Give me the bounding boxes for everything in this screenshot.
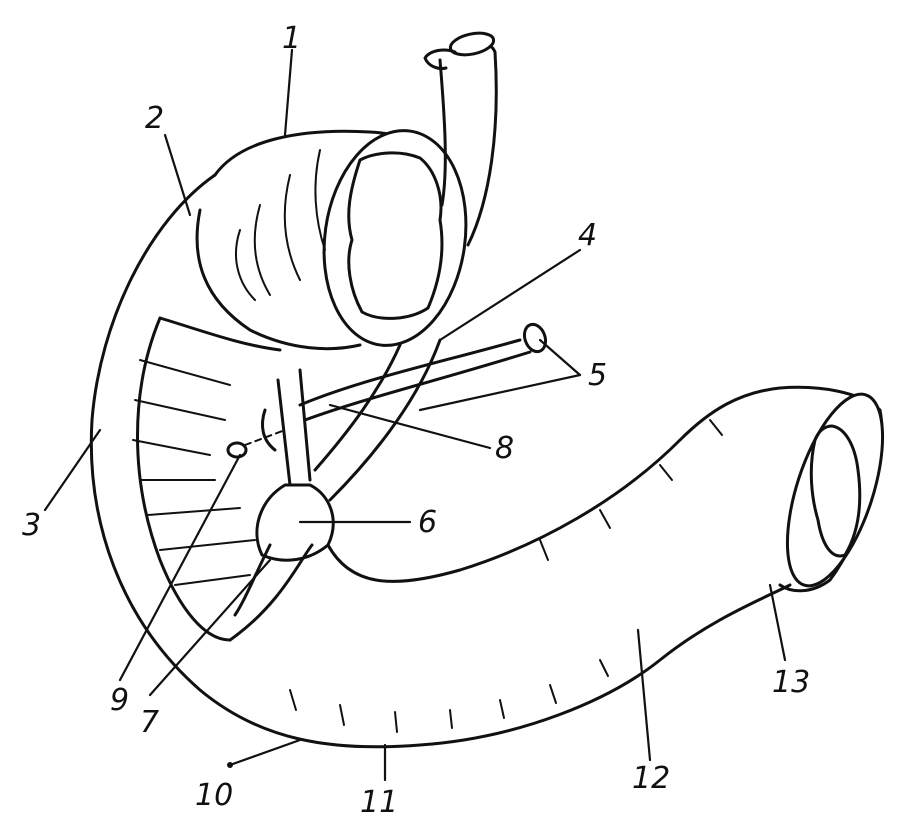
label-10: 10 — [195, 778, 233, 813]
number-labels: 1 2 3 4 5 6 7 8 9 10 11 12 13 — [22, 21, 810, 820]
mucosal-folds — [132, 149, 723, 733]
label-1: 1 — [282, 21, 301, 56]
leader-7 — [148, 558, 272, 697]
leader-3 — [43, 428, 102, 512]
duodenum-outline — [89, 173, 792, 749]
leader-10-dot — [227, 762, 233, 768]
leader-lines — [43, 48, 787, 782]
leader-13 — [768, 583, 787, 662]
label-4: 4 — [578, 218, 597, 253]
leader-5b — [418, 373, 582, 412]
duodenal-bulb — [158, 129, 468, 352]
leader-12 — [636, 628, 652, 762]
ducts — [226, 322, 548, 617]
label-11: 11 — [360, 785, 398, 820]
label-6: 6 — [418, 505, 437, 540]
leader-2 — [163, 133, 192, 217]
label-12: 12 — [632, 761, 670, 796]
leader-10 — [228, 738, 302, 767]
label-2: 2 — [145, 101, 164, 136]
leader-5a — [538, 338, 582, 377]
label-13: 13 — [772, 665, 810, 700]
leader-8 — [328, 403, 492, 450]
leader-4 — [438, 248, 582, 342]
label-5: 5 — [588, 358, 607, 393]
leader-9 — [118, 453, 242, 682]
upper-vessel — [423, 31, 498, 247]
label-9: 9 — [110, 683, 129, 718]
label-3: 3 — [22, 508, 41, 543]
leader-1 — [283, 48, 294, 137]
distal-opening — [778, 385, 885, 593]
label-7: 7 — [140, 705, 159, 740]
label-8: 8 — [495, 431, 514, 466]
